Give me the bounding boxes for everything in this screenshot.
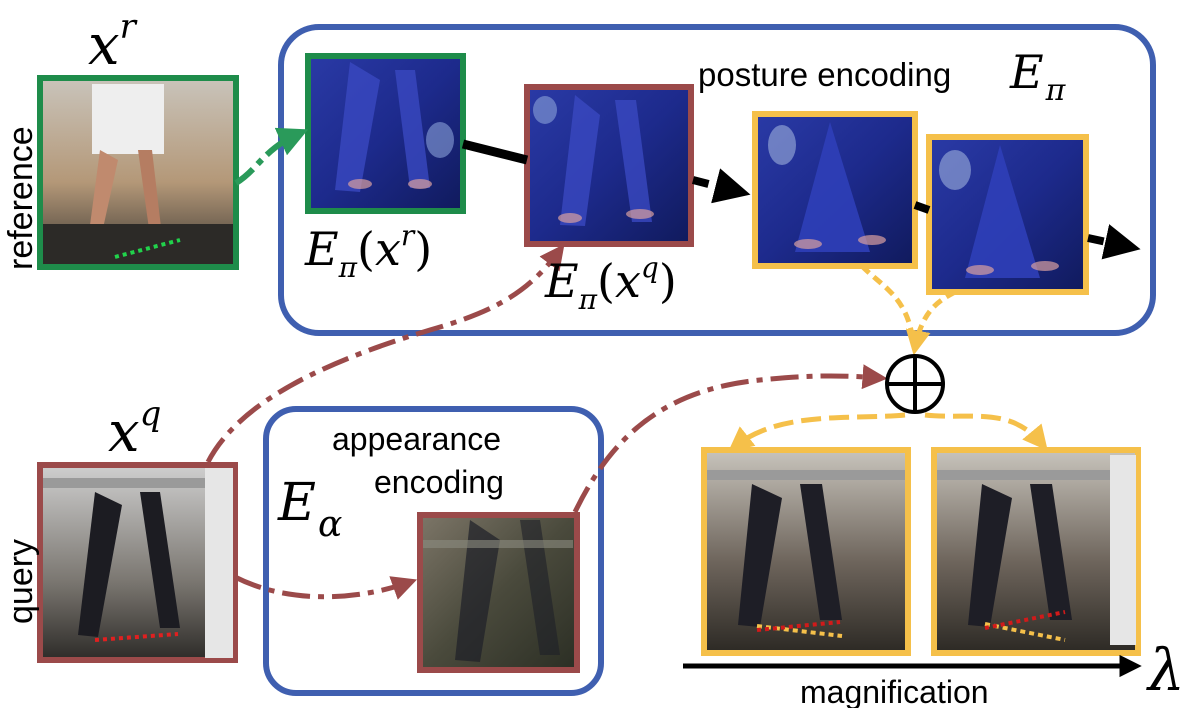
appearance-encoder-symbol: Eα (277, 473, 342, 545)
magnification-label: magnification (800, 674, 989, 708)
encoding-query-label: Eπ(xq) (544, 251, 677, 316)
magnified-1-to-sum-arrow (860, 264, 915, 336)
extrapolation-arrow-3 (1087, 224, 1141, 260)
appearance-label: appearance (332, 421, 501, 457)
magnified-encoding-2 (926, 134, 1089, 295)
reference-side-label: reference (2, 126, 40, 270)
appearance-encoding-label: encoding (374, 464, 504, 500)
lambda-symbol: λ (1146, 636, 1185, 704)
appearance-to-sum-arrow (572, 364, 888, 514)
extrapolation-arrow-2 (913, 201, 931, 214)
posture-encoding-query-image (524, 84, 694, 247)
extrapolation-arrow-1 (692, 168, 751, 204)
posture-encoder-symbol: Eπ (1009, 45, 1067, 108)
output-image-2 (931, 447, 1141, 656)
appearance-encoding-image (417, 512, 580, 673)
appearance-encoder-box (263, 406, 604, 696)
encoding-reference-label: Eπ(xr) (304, 219, 432, 284)
sum-to-outputs-arrow-left (728, 412, 906, 452)
posture-encoding-label: posture encoding (698, 56, 951, 93)
query-symbol: xq (108, 394, 161, 465)
encoding-link-line (461, 139, 529, 165)
query-side-label: query (2, 539, 40, 624)
reference-to-encoding-arrow (234, 127, 309, 186)
reference-image (37, 75, 239, 270)
magnified-2-to-sum-arrow (905, 289, 957, 356)
magnified-encoding-1 (752, 111, 918, 269)
query-to-appearance-encoder-arrow (233, 574, 418, 600)
sum-operator-icon (885, 354, 945, 414)
posture-encoding-reference-image (305, 53, 466, 214)
reference-symbol: xr (88, 7, 138, 78)
query-image (37, 462, 238, 663)
posture-encoder-box (278, 24, 1156, 336)
query-to-posture-encoder-arrow (205, 244, 565, 464)
sum-to-outputs-arrow-right (924, 412, 1048, 451)
output-image-1 (701, 447, 911, 656)
